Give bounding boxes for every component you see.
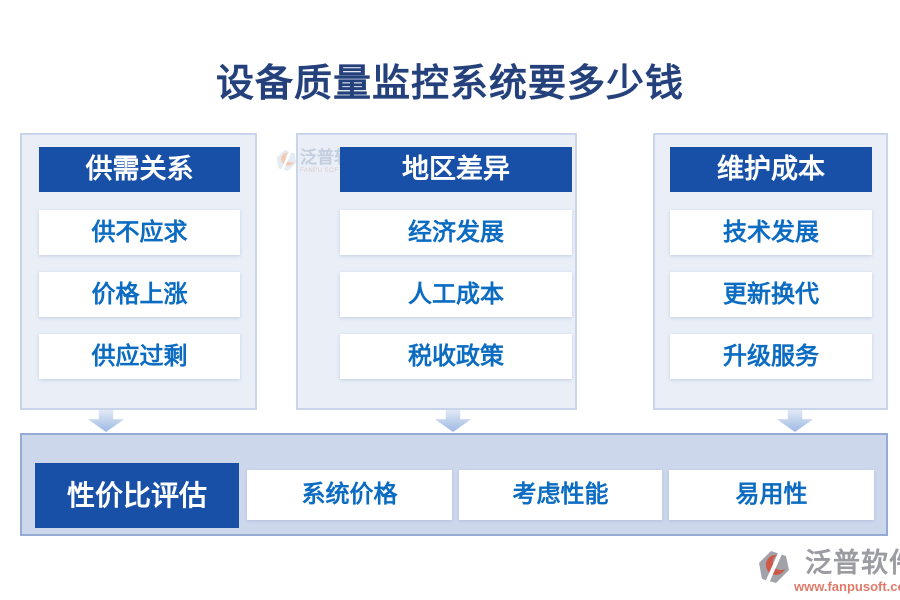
list-item: 更新换代 <box>670 272 872 317</box>
list-item: 供不应求 <box>39 210 240 255</box>
column-maintenance-cost: 维护成本 技术发展 更新换代 升级服务 <box>653 133 888 410</box>
footer-watermark: 泛普软件 www.fanpusoft.com <box>758 547 900 594</box>
column-header: 维护成本 <box>670 147 872 192</box>
list-item: 系统价格 <box>247 470 452 520</box>
list-item: 升级服务 <box>670 334 872 379</box>
fanpu-logo-icon <box>276 147 297 177</box>
footer-url-text: www.fanpusoft.com <box>794 579 900 594</box>
fanpu-logo-icon <box>758 547 790 589</box>
down-arrow-icon <box>777 410 813 432</box>
list-item: 人工成本 <box>340 272 572 317</box>
evaluation-band: 性价比评估 系统价格 考虑性能 易用性 <box>20 433 888 536</box>
list-item: 经济发展 <box>340 210 572 255</box>
column-header: 地区差异 <box>340 147 572 192</box>
list-item: 考虑性能 <box>459 470 662 520</box>
band-header: 性价比评估 <box>35 463 239 528</box>
list-item: 价格上涨 <box>39 272 240 317</box>
list-item: 税收政策 <box>340 334 572 379</box>
page-title: 设备质量监控系统要多少钱 <box>215 63 684 105</box>
list-item: 技术发展 <box>670 210 872 255</box>
column-header: 供需关系 <box>39 147 240 192</box>
down-arrow-icon <box>435 410 471 432</box>
down-arrow-icon <box>88 410 124 432</box>
list-item: 易用性 <box>669 470 874 520</box>
column-supply-demand: 供需关系 供不应求 价格上涨 供应过剩 <box>20 133 257 410</box>
footer-brand-text: 泛普软件 <box>805 548 900 578</box>
column-regional-difference: 地区差异 经济发展 人工成本 税收政策 <box>296 133 577 410</box>
list-item: 供应过剩 <box>39 334 240 379</box>
